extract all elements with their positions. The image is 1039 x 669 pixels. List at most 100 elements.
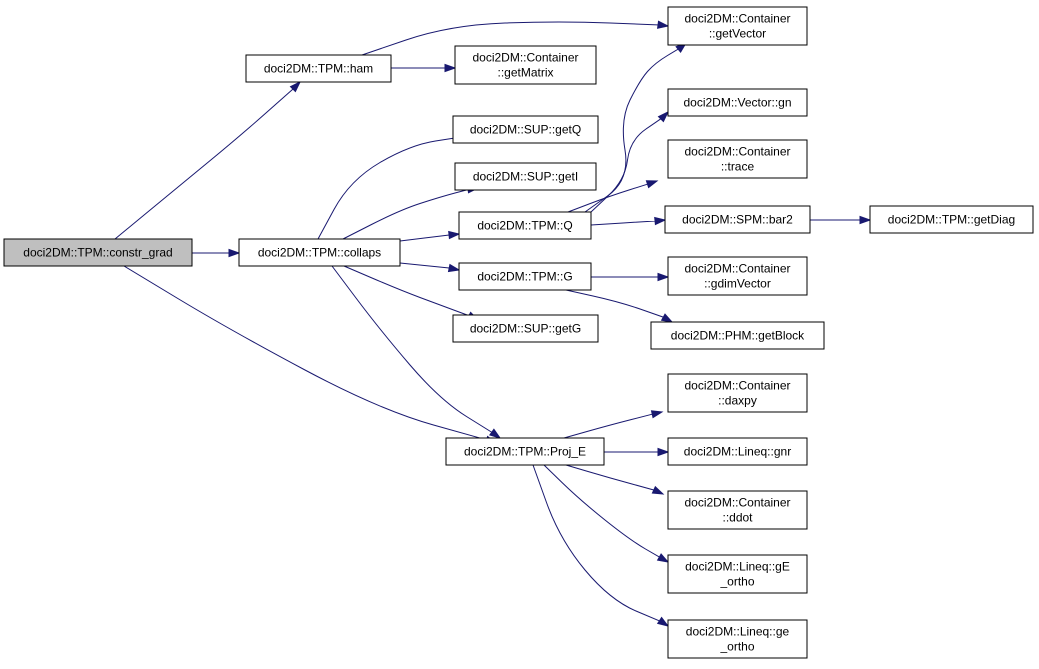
- node-box: [667, 619, 808, 659]
- node-box: [667, 490, 808, 530]
- edge-line: [543, 464, 662, 559]
- node-ge-ortho-lower[interactable]: doci2DM::Lineq::ge_ortho: [667, 619, 808, 659]
- node-daxpy[interactable]: doci2DM::Container::daxpy: [667, 373, 808, 413]
- edge-proj_e-to-ddot: [565, 464, 665, 495]
- edge-collaps-to-tpm_q: [399, 230, 461, 242]
- node-label: doci2DM::Lineq::gE: [685, 560, 790, 574]
- edge-collaps-to-sup_geti: [342, 185, 480, 240]
- node-trace[interactable]: doci2DM::Container::trace: [667, 139, 808, 179]
- node-label: doci2DM::TPM::collaps: [258, 246, 381, 260]
- edge-line: [565, 289, 664, 318]
- edge-line: [114, 88, 294, 240]
- edge-line: [590, 220, 656, 226]
- node-getdiag[interactable]: doci2DM::TPM::getDiag: [869, 205, 1034, 234]
- node-label: ::trace: [721, 160, 755, 174]
- node-proj-e[interactable]: doci2DM::TPM::Proj_E: [445, 437, 605, 466]
- edge-ham-to-getvector: [361, 20, 670, 56]
- arrowhead-icon: [657, 20, 670, 29]
- edge-tpm_q-to-getvector: [584, 42, 688, 213]
- node-gdimvector[interactable]: doci2DM::Container::gdimVector: [667, 256, 808, 296]
- edge-proj_e-to-ge_ortho_upper: [543, 464, 670, 563]
- edge-bar2-to-getdiag: [810, 215, 872, 225]
- node-label: doci2DM::Vector::gn: [683, 96, 791, 110]
- node-constr-grad[interactable]: doci2DM::TPM::constr_grad: [3, 238, 193, 267]
- node-sup-getq[interactable]: doci2DM::SUP::getQ: [452, 115, 599, 144]
- node-box: [667, 88, 808, 117]
- edge-tpm_q-to-trace: [567, 180, 659, 213]
- node-getblock[interactable]: doci2DM::PHM::getBlock: [650, 321, 825, 350]
- node-label: doci2DM::Container: [684, 262, 790, 276]
- edge-line: [563, 413, 654, 439]
- arrowhead-icon: [444, 63, 457, 73]
- node-label: doci2DM::Container: [472, 51, 578, 65]
- node-label: doci2DM::TPM::ham: [264, 62, 373, 76]
- node-box: [445, 437, 605, 466]
- edges-layer: [114, 20, 872, 627]
- arrowhead-icon: [656, 553, 670, 563]
- arrowhead-icon: [447, 263, 461, 273]
- arrowhead-icon: [859, 215, 872, 225]
- edge-collaps-to-proj_e: [331, 265, 502, 439]
- node-box: [667, 437, 808, 466]
- node-box: [454, 162, 597, 191]
- edge-line: [565, 464, 655, 491]
- arrowhead-icon: [657, 447, 670, 457]
- node-label: doci2DM::TPM::Q: [477, 219, 572, 233]
- node-label: doci2DM::Container: [684, 379, 790, 393]
- node-collaps[interactable]: doci2DM::TPM::collaps: [238, 238, 401, 267]
- node-bar2[interactable]: doci2DM::SPM::bar2: [664, 205, 811, 234]
- edge-line: [342, 188, 471, 240]
- node-getmatrix[interactable]: doci2DM::Container::getMatrix: [454, 45, 597, 85]
- edge-line: [399, 234, 450, 242]
- node-label: doci2DM::TPM::getDiag: [888, 213, 1015, 227]
- node-ddot[interactable]: doci2DM::Container::ddot: [667, 490, 808, 530]
- node-tpm-q[interactable]: doci2DM::TPM::Q: [458, 211, 592, 240]
- node-box: [664, 205, 811, 234]
- node-box: [667, 554, 808, 594]
- arrowhead-icon: [656, 616, 670, 627]
- node-sup-geti[interactable]: doci2DM::SUP::getI: [454, 162, 597, 191]
- node-label: doci2DM::SUP::getG: [470, 322, 581, 336]
- node-box: [667, 256, 808, 296]
- node-box: [3, 238, 193, 267]
- arrowhead-icon: [657, 110, 670, 123]
- node-label: doci2DM::SPM::bar2: [682, 213, 793, 227]
- edge-proj_e-to-gnr: [604, 447, 670, 457]
- edge-constr_grad-to-ham: [114, 80, 302, 240]
- node-label: _ortho: [719, 575, 754, 589]
- edge-constr_grad-to-proj_e: [123, 265, 498, 444]
- edge-line: [343, 265, 471, 317]
- node-sup-getg[interactable]: doci2DM::SUP::getG: [452, 314, 599, 343]
- node-box: [650, 321, 825, 350]
- arrowhead-icon: [228, 248, 241, 258]
- node-label: doci2DM::TPM::constr_grad: [23, 246, 172, 260]
- node-box: [452, 314, 599, 343]
- edge-line: [584, 47, 681, 213]
- edge-line: [361, 21, 661, 56]
- edge-tpm_g-to-getblock: [565, 289, 674, 323]
- edge-tpm_q-to-vector_gn: [590, 110, 670, 213]
- arrowhead-icon: [650, 410, 664, 419]
- arrowhead-icon: [660, 313, 674, 323]
- node-label: doci2DM::TPM::G: [477, 270, 572, 284]
- arrowhead-icon: [654, 216, 667, 226]
- arrowhead-icon: [289, 80, 302, 93]
- node-tpm-g[interactable]: doci2DM::TPM::G: [458, 262, 592, 291]
- node-ham[interactable]: doci2DM::TPM::ham: [245, 54, 392, 83]
- node-box: [458, 211, 592, 240]
- node-label: ::getVector: [709, 27, 766, 41]
- node-box: [667, 139, 808, 179]
- nodes-layer: doci2DM::TPM::constr_grad doci2DM::TPM::h…: [3, 6, 1034, 659]
- node-gnr[interactable]: doci2DM::Lineq::gnr: [667, 437, 808, 466]
- edge-line: [123, 265, 488, 441]
- node-vector-gn[interactable]: doci2DM::Vector::gn: [667, 88, 808, 117]
- arrowhead-icon: [657, 272, 670, 282]
- arrowhead-icon: [651, 485, 665, 495]
- node-ge-ortho-upper[interactable]: doci2DM::Lineq::gE_ortho: [667, 554, 808, 594]
- node-box: [667, 6, 808, 46]
- edge-line: [532, 464, 663, 623]
- edge-collaps-to-sup_getg: [343, 265, 480, 321]
- node-label: doci2DM::SUP::getI: [473, 170, 578, 184]
- node-getvector[interactable]: doci2DM::Container::getVector: [667, 6, 808, 46]
